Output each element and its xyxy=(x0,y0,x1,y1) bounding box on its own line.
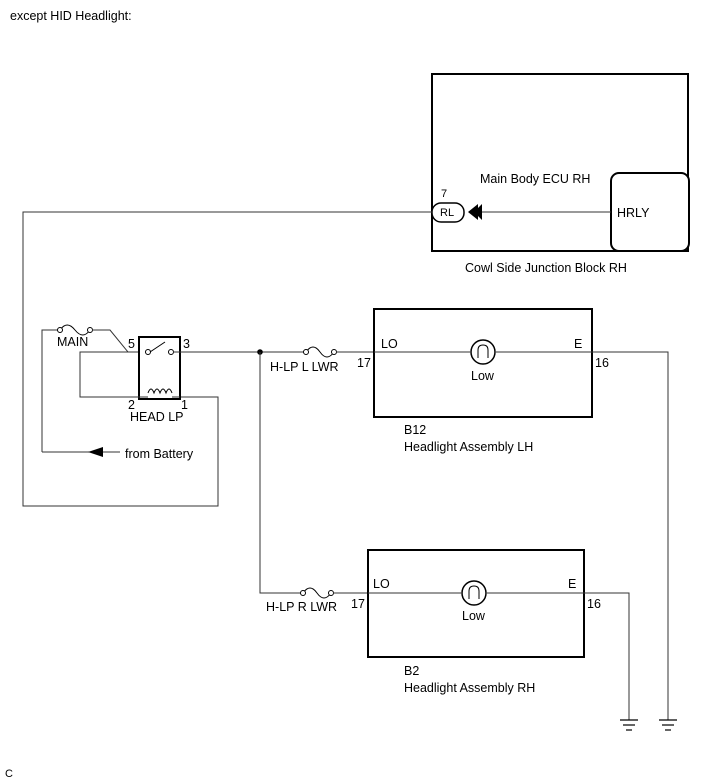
rh-fuse-icon xyxy=(302,587,332,599)
lh-fuse-label: H-LP L LWR xyxy=(270,360,339,374)
ground-icon xyxy=(620,719,638,731)
rh-branch-wire xyxy=(259,352,303,594)
main-fuse-terminal-b xyxy=(87,327,93,333)
battery-label: from Battery xyxy=(125,447,194,461)
rh-lo-label: LO xyxy=(373,577,390,591)
lh-e-label: E xyxy=(574,337,582,351)
hrly-label: HRLY xyxy=(617,206,650,220)
rh-ground-wire xyxy=(584,592,630,720)
head-lp-relay-box xyxy=(138,336,181,400)
main-fuse-label: MAIN xyxy=(57,335,88,349)
relay-switch-contact-b xyxy=(168,349,174,355)
ecu-label: Main Body ECU RH xyxy=(480,172,590,186)
relay-pin-1: 1 xyxy=(181,398,188,412)
relay-coil-icon xyxy=(147,388,173,395)
lh-fuse-terminal-a xyxy=(303,349,309,355)
relay-pin-5: 5 xyxy=(128,337,135,351)
relay-pin-2: 2 xyxy=(128,398,135,412)
relay-switch-blade xyxy=(149,341,166,353)
battery-feed-wire xyxy=(41,329,60,452)
main-fuse-icon xyxy=(59,324,91,336)
relay-name: HEAD LP xyxy=(130,410,184,424)
rl-pin-label: RL xyxy=(440,207,454,219)
rh-fuse-label: H-LP R LWR xyxy=(266,600,337,614)
lh-code: B12 xyxy=(404,423,426,437)
lh-fuse-terminal-b xyxy=(331,349,337,355)
rh-lamp-label: Low xyxy=(462,609,486,623)
lh-pin-in: 17 xyxy=(357,356,371,370)
chevron-arrow-icon xyxy=(468,204,482,220)
rh-fuse-terminal-a xyxy=(300,590,306,596)
lh-ground-wire xyxy=(592,351,669,720)
rh-fuse-terminal-b xyxy=(328,590,334,596)
relay-coil-wire xyxy=(22,211,432,507)
relay-coil-feed-wire xyxy=(79,351,139,398)
ground-icon xyxy=(659,719,677,731)
lh-lamp-icon xyxy=(470,339,496,365)
main-fuse-terminal-a xyxy=(57,327,63,333)
rh-e-label: E xyxy=(568,577,576,591)
rh-lamp-filament xyxy=(468,585,480,599)
lh-pin-out: 16 xyxy=(595,356,609,370)
rh-lamp-icon xyxy=(461,580,487,606)
footer-code: C xyxy=(5,768,13,780)
diagram-title: except HID Headlight: xyxy=(10,9,132,23)
relay-pin-3: 3 xyxy=(183,337,190,351)
rh-name: Headlight Assembly RH xyxy=(404,681,535,695)
lh-name: Headlight Assembly LH xyxy=(404,440,533,454)
lh-fuse-icon xyxy=(305,346,335,358)
junction-block-label: Cowl Side Junction Block RH xyxy=(465,261,627,275)
rh-code: B2 xyxy=(404,664,419,678)
lh-lo-label: LO xyxy=(381,337,398,351)
battery-arrow-icon xyxy=(88,447,103,457)
rh-pin-out: 16 xyxy=(587,597,601,611)
rh-pin-in: 17 xyxy=(351,597,365,611)
relay-switch-contact-a xyxy=(145,349,151,355)
rl-pin-number: 7 xyxy=(441,188,447,200)
lh-lamp-filament xyxy=(477,344,489,358)
lh-lamp-label: Low xyxy=(471,369,495,383)
